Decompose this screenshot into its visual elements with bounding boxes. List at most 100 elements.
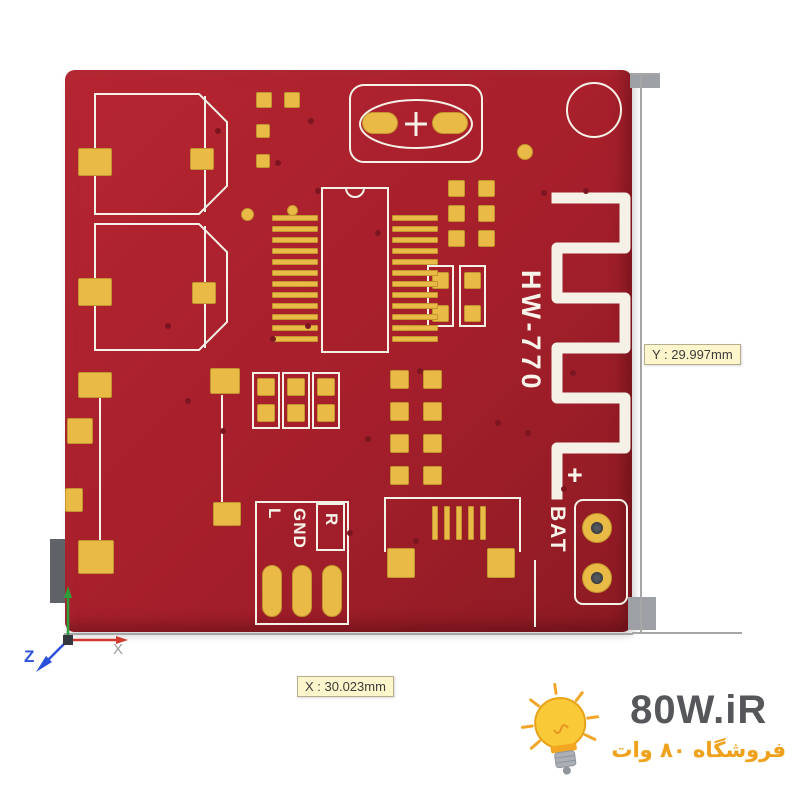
through-hole-drill [591,522,603,534]
solder-pad [464,272,481,289]
solder-pad [272,226,318,232]
solder-pad [478,180,495,197]
via [185,398,191,404]
solder-pad [272,259,318,265]
audio-right-box [316,503,345,551]
solder-pad [272,325,318,331]
solder-pad [478,230,495,247]
x-axis-label: X [113,641,123,658]
solder-pad [392,215,438,221]
axis-origin [63,635,73,645]
via [417,368,423,374]
watermark-logo: 80W.iR [630,688,768,732]
solder-pad [487,548,515,578]
connector-tab-top-right [630,73,660,88]
via [165,323,171,329]
solder-pad [192,282,216,304]
pcb-board: HW-770 BAT + L GND R [65,70,632,632]
via [583,188,589,194]
solder-pad [423,402,442,421]
solder-pad [456,506,462,540]
solder-pad [444,506,450,540]
dimension-extension-bottom [632,632,742,634]
solder-pad [392,259,438,265]
via [561,486,567,492]
battery-plus-label: + [567,460,583,490]
solder-pad [272,314,318,320]
capacitor-outline-2 [94,223,228,351]
solder-pad-round [287,205,298,216]
audio-ground-label: GND [290,508,309,549]
audio-left-label: L [265,508,284,520]
solder-pad [67,418,93,444]
solder-pad [392,314,438,320]
dimension-y-label: Y : 29.997mm [644,344,741,365]
via [275,160,281,166]
crystal-body [359,99,473,149]
mounting-circle [566,82,622,138]
solder-pad [390,402,409,421]
x-axis-arrowhead [116,636,128,644]
axis-triad: Z X [24,586,128,672]
solder-pad [65,488,83,512]
dimension-x-label: X : 30.023mm [297,676,394,697]
solder-pad [392,325,438,331]
solder-pad [468,506,474,540]
z-axis-label: Z [24,647,34,666]
battery-through-hole [582,563,612,593]
solder-pad [292,565,312,617]
through-hole-drill [591,572,603,584]
via [570,370,576,376]
solder-pad [392,336,438,342]
via [347,530,353,536]
solder-pad-round [241,208,254,221]
via [413,538,419,544]
via [305,323,311,329]
solder-pad [287,404,305,422]
solder-pad [272,292,318,298]
solder-pad [464,305,481,322]
solder-pad [256,124,270,138]
solder-pad [257,404,275,422]
solder-pad [272,303,318,309]
solder-pad [78,278,112,306]
solder-pad [392,270,438,276]
antenna-meander [551,192,631,500]
solder-pad [392,237,438,243]
solder-pad [78,372,112,398]
solder-pad [448,180,465,197]
solder-pad [423,370,442,389]
via [215,128,221,134]
battery-connector-outline [574,499,628,605]
solder-pad [272,215,318,221]
solder-pad [392,292,438,298]
solder-pad [210,368,240,394]
solder-pad [480,506,486,540]
via [541,190,547,196]
solder-pad [448,205,465,222]
solder-pad [390,370,409,389]
via [495,420,501,426]
solder-pad [257,378,275,396]
pad-frame-5 [312,372,340,429]
usb-connector-outline [384,497,521,552]
pad-frame-2 [459,265,486,327]
capacitor-outline-1 [94,93,228,215]
connector-tab-bottom-right [628,597,656,630]
audio-connector-outline [255,501,349,625]
watermark-text: 80W.iR فروشگاه ۸۰ وات [611,690,786,762]
solder-pad [256,92,272,108]
solder-pad [317,404,335,422]
solder-pad [432,506,438,540]
crystal-outline [349,84,483,163]
via [270,336,276,342]
solder-pad [317,378,335,396]
solder-pad [390,434,409,453]
solder-pad [287,378,305,396]
solder-pad [256,154,270,168]
dimension-extension-top [632,73,660,75]
solder-pad [390,466,409,485]
solder-pad [448,230,465,247]
audio-right-label: R [322,513,341,527]
